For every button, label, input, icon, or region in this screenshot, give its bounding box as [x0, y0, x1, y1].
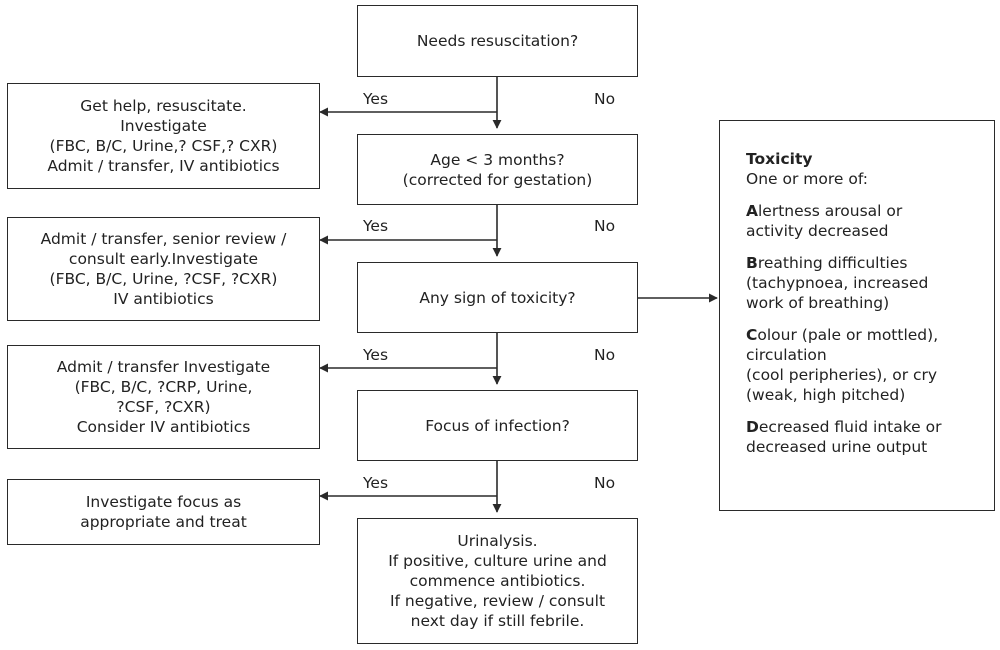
toxicity-item-breathing: Breathing difficulties (tachypnoea, incr…	[746, 253, 994, 313]
toxicity-item-text: lertness arousal or	[758, 202, 903, 220]
outcome-text: commence antibiotics.	[409, 572, 586, 590]
toxicity-item-text: olour (pale or mottled),	[757, 326, 939, 344]
toxicity-item-text: reathing difficulties	[757, 254, 908, 272]
question-text: Any sign of toxicity?	[419, 288, 576, 307]
action-text: (FBC, B/C, Urine, ?CSF, ?CXR)	[49, 270, 278, 288]
action-text: IV antibiotics	[113, 290, 214, 308]
question-needs-resuscitation: Needs resuscitation?	[357, 5, 638, 77]
action-text: (FBC, B/C, ?CRP, Urine,	[74, 378, 253, 396]
toxicity-item-text: circulation	[746, 346, 827, 364]
question-focus-of-infection: Focus of infection?	[357, 390, 638, 461]
branch-label-yes: Yes	[363, 90, 389, 108]
question-text: Age < 3 months?	[430, 150, 565, 169]
outcome-text: next day if still febrile.	[410, 612, 585, 630]
toxicity-item-alertness: Alertness arousal or activity decreased	[746, 201, 994, 241]
toxicity-item-fluid: Decreased fluid intake or decreased urin…	[746, 417, 994, 457]
branch-label-no: No	[594, 346, 616, 364]
action-text: (FBC, B/C, Urine,? CSF,? CXR)	[49, 137, 278, 155]
action-resuscitate: Get help, resuscitate. Investigate (FBC,…	[7, 83, 320, 189]
toxicity-item-initial: A	[746, 202, 758, 220]
toxicity-item-text: work of breathing)	[746, 294, 890, 312]
question-text: Needs resuscitation?	[416, 32, 579, 50]
branch-label-no: No	[594, 474, 616, 492]
toxicity-item-text: decreased urine output	[746, 438, 928, 456]
branch-label-no: No	[594, 217, 616, 235]
action-admit-investigate: Admit / transfer Investigate (FBC, B/C, …	[7, 345, 320, 449]
toxicity-subtitle: One or more of:	[746, 170, 868, 188]
question-text: Focus of infection?	[425, 416, 570, 435]
action-text: Consider IV antibiotics	[76, 418, 251, 436]
toxicity-item-initial: C	[746, 326, 758, 344]
action-text: Admit / transfer, senior review /	[40, 230, 287, 248]
branch-label-yes: Yes	[363, 217, 389, 235]
outcome-text: If negative, review / consult	[389, 592, 606, 610]
branch-label-yes: Yes	[363, 346, 389, 364]
toxicity-item-initial: D	[746, 418, 759, 436]
outcome-text: If positive, culture urine and	[388, 552, 607, 570]
action-text: ?CSF, ?CXR)	[116, 398, 211, 416]
outcome-text: Urinalysis.	[457, 532, 538, 550]
action-text: consult early.Investigate	[68, 250, 259, 268]
toxicity-item-text: (weak, high pitched)	[746, 386, 906, 404]
toxicity-item-text: ecreased fluid intake or	[758, 418, 942, 436]
toxicity-title: Toxicity	[746, 150, 813, 168]
action-text: Admit / transfer, IV antibiotics	[47, 157, 280, 175]
toxicity-item-text: (cool peripheries), or cry	[746, 366, 938, 384]
action-text: Investigate	[120, 117, 207, 135]
question-any-sign-of-toxicity: Any sign of toxicity?	[357, 262, 638, 333]
branch-label-yes: Yes	[363, 474, 389, 492]
toxicity-panel: Toxicity One or more of: Alertness arous…	[719, 120, 995, 511]
toxicity-item-text: activity decreased	[746, 222, 889, 240]
outcome-urinalysis: Urinalysis. If positive, culture urine a…	[357, 518, 638, 644]
toxicity-item-colour: Colour (pale or mottled), circulation (c…	[746, 325, 994, 405]
action-text: Investigate focus as	[85, 493, 242, 511]
toxicity-item-text: (tachypnoea, increased	[746, 274, 929, 292]
action-text: Get help, resuscitate.	[80, 97, 247, 115]
action-text: Admit / transfer Investigate	[56, 358, 271, 376]
toxicity-item-initial: B	[746, 254, 758, 272]
question-age-under-3-months: Age < 3 months? (corrected for gestation…	[357, 134, 638, 205]
question-text: (corrected for gestation)	[402, 170, 593, 189]
action-senior-review: Admit / transfer, senior review / consul…	[7, 217, 320, 321]
action-investigate-focus: Investigate focus as appropriate and tre…	[7, 479, 320, 545]
action-text: appropriate and treat	[80, 513, 247, 531]
branch-label-no: No	[594, 90, 616, 108]
